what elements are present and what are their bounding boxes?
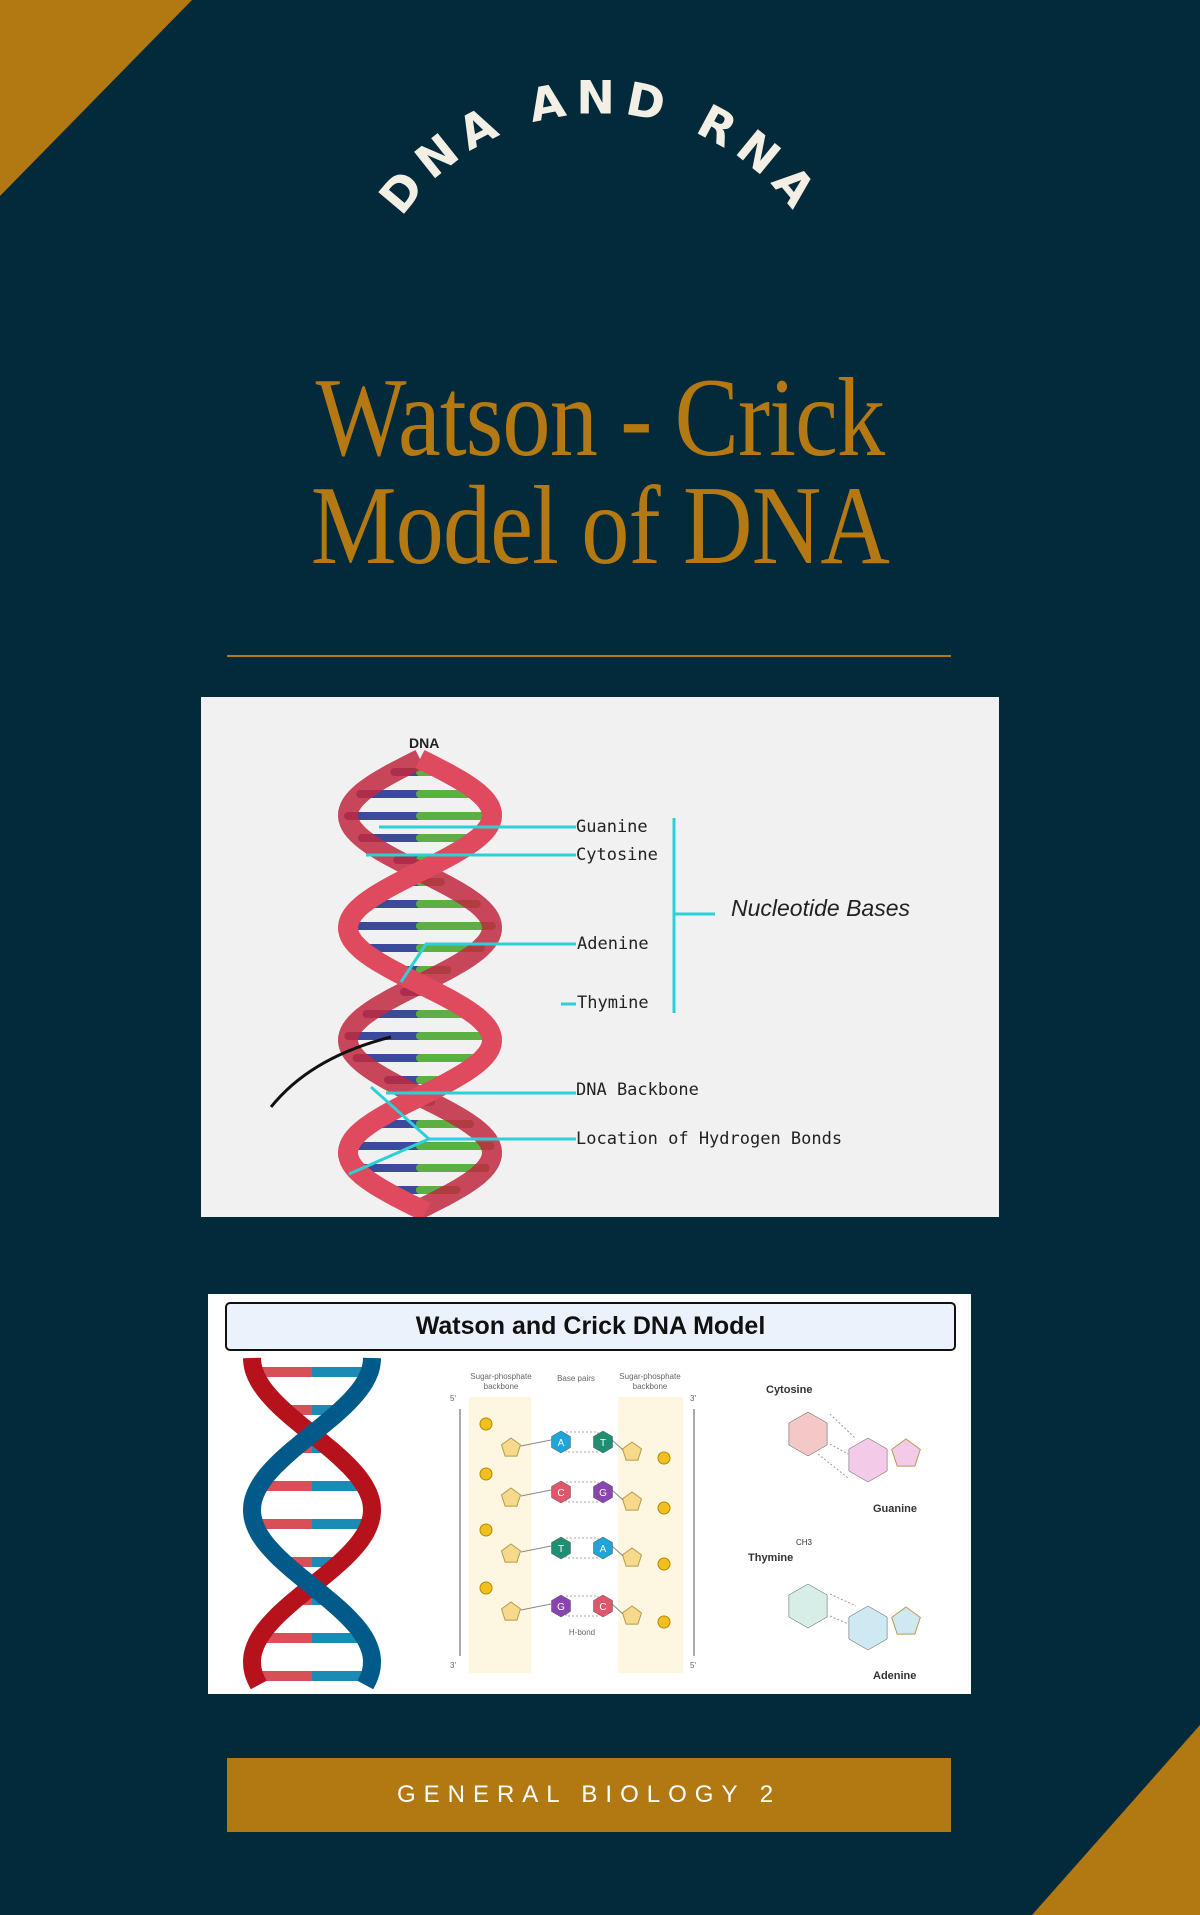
- label-guanine: Guanine: [873, 1503, 918, 1515]
- guanine-ring: [848, 1437, 888, 1483]
- thymine-ring: [788, 1583, 828, 1629]
- base-letter: T: [558, 1544, 564, 1555]
- bond: [520, 1603, 552, 1611]
- base-A: [593, 1536, 613, 1560]
- hydrogen-bond-ring: [565, 1481, 599, 1503]
- label-backbone-left: Sugar-phosphate backbone: [470, 1372, 532, 1391]
- label-dna-backbone: DNA Backbone: [576, 1080, 699, 1100]
- phosphate: [479, 1581, 493, 1595]
- gold-corner-top-left: [0, 0, 192, 196]
- hydrogen-bond: [829, 1615, 849, 1625]
- bond: [611, 1545, 624, 1557]
- double-helix-and-base-pair-diagram: A T C G T A G C: [242, 1357, 921, 1690]
- page-title-line2: Model of DNA: [310, 464, 890, 588]
- base-C: [593, 1594, 613, 1618]
- phosphate: [657, 1451, 671, 1465]
- sugar-pentagon: [621, 1605, 643, 1625]
- backbone-strand: [337, 750, 503, 1217]
- base-G: [551, 1594, 571, 1618]
- bond: [611, 1439, 624, 1451]
- base-T: [551, 1536, 571, 1560]
- base-T: [593, 1430, 613, 1454]
- base-C: [551, 1480, 571, 1504]
- bond: [611, 1603, 624, 1615]
- course-banner: GENERAL BIOLOGY 2: [227, 1758, 951, 1832]
- adenine-ring: [848, 1605, 888, 1651]
- phosphate: [479, 1523, 493, 1537]
- label-methyl: CH3: [796, 1538, 813, 1547]
- base-letter: C: [599, 1602, 606, 1613]
- cytosine-ring: [788, 1411, 828, 1457]
- bond: [520, 1545, 552, 1553]
- title-divider: [227, 655, 951, 657]
- phosphate: [479, 1417, 493, 1431]
- pointer-line: [348, 1137, 430, 1176]
- label-thymine: Thymine: [748, 1552, 794, 1564]
- sugar-pentagon: [500, 1543, 522, 1563]
- label-nucleotide-bases: Nucleotide Bases: [731, 895, 910, 921]
- svg-text:DNA AND RNA: DNA AND RNA: [368, 71, 831, 225]
- label-backbone-right: Sugar-phosphate backbone: [619, 1372, 681, 1391]
- page-title-line1: Watson - Crick: [315, 356, 886, 480]
- label-base-pairs: Base pairs: [557, 1374, 595, 1383]
- phosphate: [657, 1557, 671, 1571]
- dna-helix-illustration: [269, 750, 715, 1217]
- label-h-bond: H-bond: [568, 1628, 596, 1637]
- sugar-pentagon: [621, 1441, 643, 1461]
- backbone-column-right: [618, 1397, 683, 1673]
- base-letter: C: [557, 1488, 564, 1499]
- phosphate: [479, 1467, 493, 1481]
- sugar-pentagon: [500, 1601, 522, 1621]
- strand-red: [242, 1357, 382, 1690]
- backbone-column-left: [469, 1397, 531, 1673]
- hydrogen-bond: [829, 1593, 857, 1607]
- sugar-pentagon: [500, 1487, 522, 1507]
- label-hydrogen-bonds: Location of Hydrogen Bonds: [576, 1129, 843, 1149]
- sugar-pentagon: [621, 1547, 643, 1567]
- hydrogen-bond: [829, 1413, 857, 1440]
- arc-heading: DNA AND RNA: [368, 71, 831, 225]
- sugar-pentagon: [500, 1437, 522, 1457]
- phosphate: [657, 1615, 671, 1629]
- hydrogen-bond-ring: [565, 1595, 599, 1617]
- base-letter: A: [600, 1544, 607, 1555]
- bond: [520, 1489, 552, 1497]
- dna-helix-labeled-figure: DNA Guanine Cytosine Adenine Thymine Nuc…: [201, 697, 999, 1217]
- curve-line: [269, 1035, 392, 1108]
- base-letter: A: [558, 1438, 565, 1449]
- hydrogen-bond-ring: [565, 1537, 599, 1559]
- phosphate: [657, 1501, 671, 1515]
- base-G: [593, 1480, 613, 1504]
- label-adenine: Adenine: [873, 1670, 917, 1682]
- figure-title: Watson and Crick DNA Model: [225, 1302, 956, 1351]
- base-letter: G: [557, 1602, 565, 1613]
- watson-crick-model-figure: Watson and Crick DNA Model A T C G T A G C Suga…: [208, 1294, 971, 1694]
- label-5prime-right: 5': [690, 1661, 696, 1670]
- label-3prime-left: 3': [450, 1661, 456, 1670]
- hydrogen-bond-ring: [565, 1431, 599, 1453]
- guanine-ring-5: [891, 1438, 921, 1467]
- base-letter: G: [599, 1488, 607, 1499]
- strand-blue: [242, 1357, 382, 1690]
- label-guanine: Guanine: [576, 817, 648, 837]
- bond: [611, 1489, 624, 1501]
- dna-heading: DNA: [409, 735, 440, 751]
- hydrogen-bond: [829, 1443, 849, 1455]
- label-adenine: Adenine: [577, 934, 649, 954]
- gold-corner-bottom-right: [1032, 1725, 1200, 1915]
- label-3prime-right: 3': [690, 1394, 696, 1403]
- bond: [520, 1439, 552, 1447]
- base-A: [551, 1430, 571, 1454]
- label-cytosine: Cytosine: [766, 1384, 813, 1396]
- label-cytosine: Cytosine: [576, 845, 658, 865]
- pointer-line: [399, 942, 576, 983]
- adenine-ring-5: [891, 1606, 921, 1635]
- sugar-pentagon: [621, 1491, 643, 1511]
- label-5prime-left: 5': [450, 1394, 456, 1403]
- arc-heading-text: DNA AND RNA: [368, 71, 822, 225]
- label-thymine: Thymine: [577, 993, 649, 1013]
- base-letter: T: [600, 1438, 606, 1449]
- hydrogen-bond: [817, 1453, 849, 1479]
